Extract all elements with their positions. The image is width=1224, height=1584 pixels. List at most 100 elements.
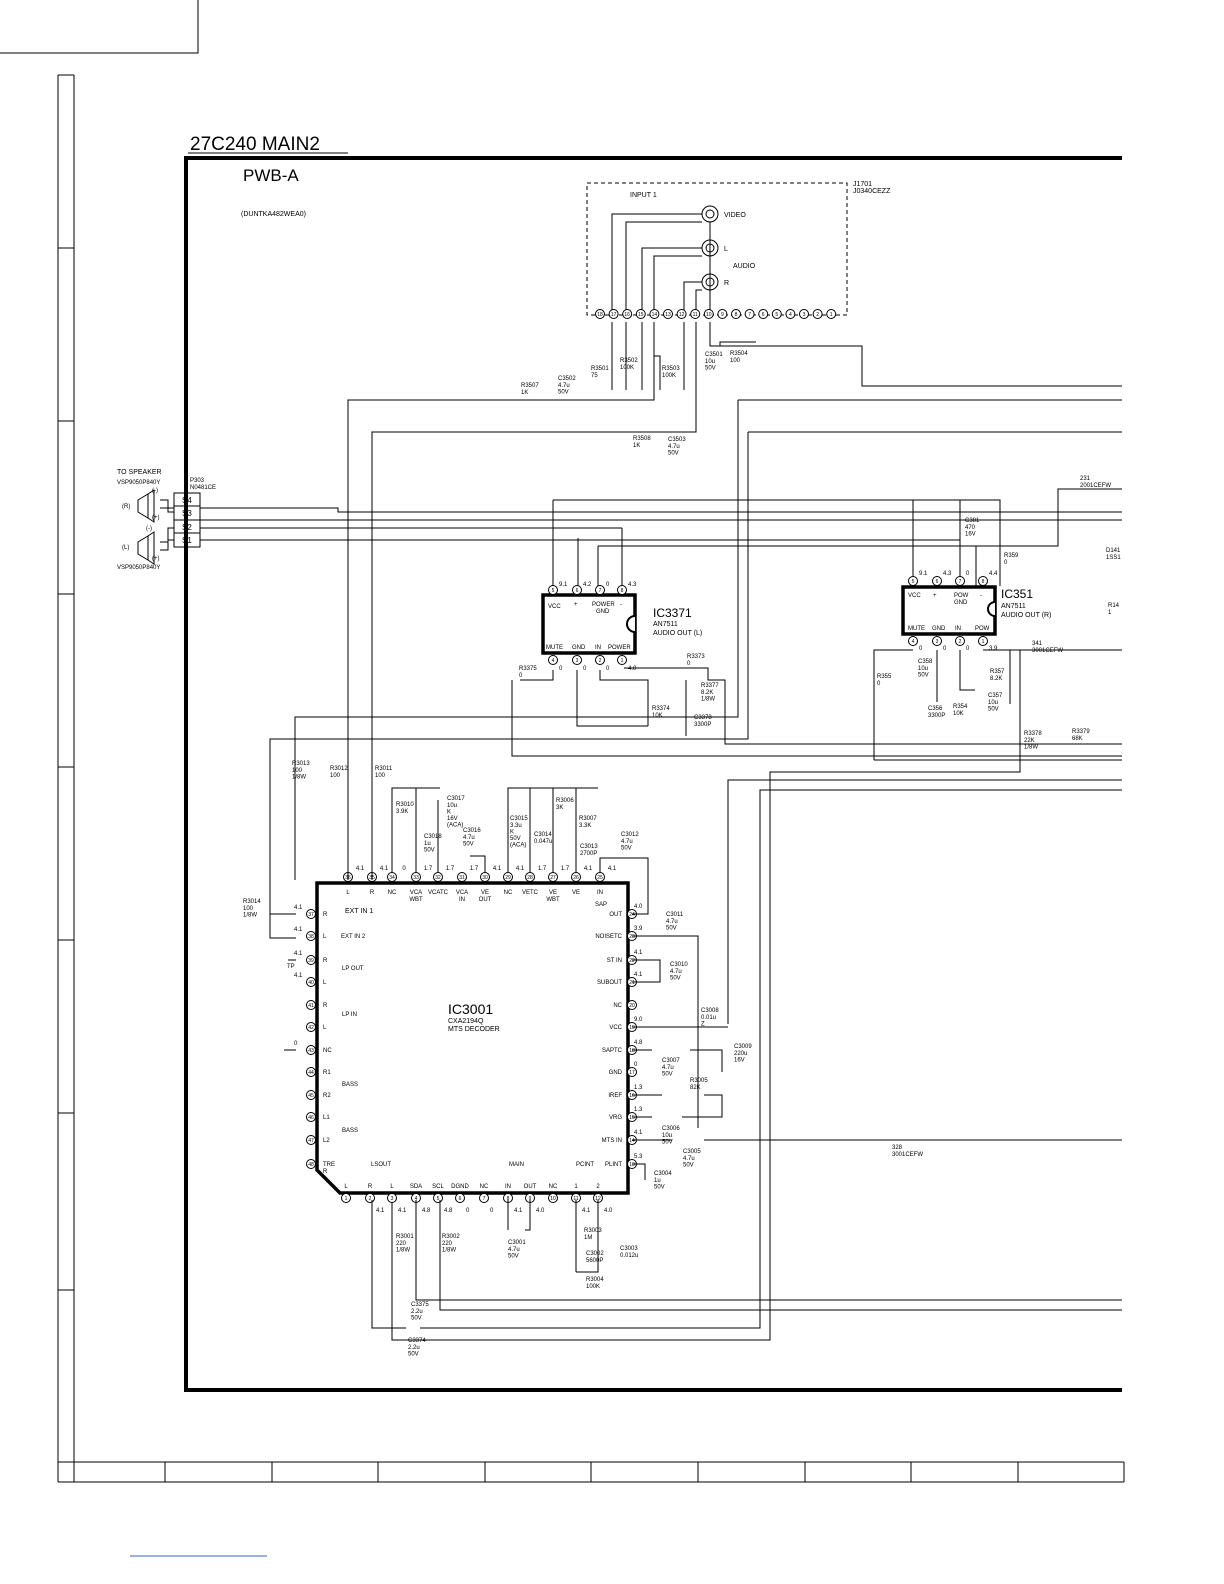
comp-r3004-val-0: 100K (586, 1284, 600, 1290)
ic3371-pin-4-num: 4 (552, 658, 555, 664)
ic3001-lbl-40-0: L (323, 980, 327, 986)
comp-r3001-ref: R3001 (396, 1234, 414, 1240)
comp-c381-ref: C381 (965, 518, 980, 524)
ic3001-pin-7-num: 7 (483, 1196, 486, 1202)
j1701-pin-15 (635, 309, 646, 319)
ic3001-pin-47-num: 47 (308, 1138, 314, 1144)
comp-r3007-val-0: 3.3K (579, 823, 591, 829)
ic351-pin-6-num: 6 (936, 579, 939, 585)
comp-r3010-val-0: 3.9K (396, 809, 408, 815)
speaker-pol-2: (+) (152, 515, 160, 521)
ic3371-pin-2-num: 2 (599, 658, 602, 664)
j1701-pin-17-num: 17 (611, 312, 617, 318)
comp-c3010-val-0: 4.7u (670, 969, 682, 975)
comp-c3017-val-1: K (447, 810, 451, 816)
ic351-lbl-pow2: POW (975, 626, 990, 632)
ic3001-lbl-41-0: R (323, 1003, 328, 1009)
ic3001-pin-22-num: 22 (629, 958, 635, 964)
input-block-part: J0340CEZZ (853, 188, 891, 195)
comp-c3005-ref: C3005 (683, 1149, 701, 1155)
offpage-341-ref: 341 (1032, 641, 1043, 647)
speaker-l-label: (L) (122, 545, 129, 551)
ic3001-pin-15-num: 15 (629, 1115, 635, 1121)
ic3001-volt-25: 4.1 (608, 866, 617, 872)
ic3001-pin-5-num: 5 (437, 1196, 440, 1202)
ic3001-pin-23-num: 23 (629, 934, 635, 940)
jack-label-video: VIDEO (724, 212, 746, 219)
ic3001-pin-6 (455, 1193, 465, 1203)
comp-c3008-val-1: Z (701, 1022, 705, 1028)
j1701-pin-12 (676, 309, 687, 319)
comp-r357-val-0: 8.2K (990, 676, 1002, 682)
comp-r3001-val-1: 1/8W (396, 1248, 410, 1254)
ic3001-lbl-22: ST IN (607, 958, 622, 964)
group-pcint: PCINT (576, 1162, 594, 1168)
ic3001-part: CXA2194Q (448, 1018, 484, 1025)
ic3371-pin-5-num: 5 (552, 588, 555, 594)
offpage-231-ref: 231 (1080, 476, 1091, 482)
ic3001-lbl-35-0: R (370, 890, 375, 896)
ic351-pin-4-num: 4 (912, 639, 915, 645)
comp-r3373-ref: R3373 (687, 654, 705, 660)
ic3001-lbl-31-1: IN (459, 897, 465, 903)
comp-c3012-val-0: 4.7u (621, 839, 633, 845)
comp-c381-val-0: 470 (965, 525, 976, 531)
ic351-pin-7-num: 7 (959, 579, 962, 585)
ic3371-pin-2 (595, 655, 605, 665)
ic3001-lbl-39-0: R (323, 958, 328, 964)
speaker-r-icon (137, 489, 155, 523)
comp-c3002-ref: C3002 (586, 1251, 604, 1257)
comp-c357-val-1: 50V (988, 707, 999, 713)
j1701-pin-17 (608, 309, 619, 319)
comp-r3012-val-0: 100 (330, 773, 341, 779)
comp-r3379-val-0: 68K (1072, 736, 1083, 742)
comp-r3378-ref: R3378 (1024, 731, 1042, 737)
ic3001-pin-41-num: 41 (308, 1003, 314, 1009)
jack-label-l: L (724, 246, 728, 253)
ic351-volt-3: 0 (943, 646, 947, 652)
comp-r3374-ref: R3374 (652, 706, 670, 712)
ic3001-pin-3 (387, 1193, 397, 1203)
comp-c3501-val-0: 10u (705, 359, 715, 365)
comp-c3001-ref: C3001 (508, 1240, 526, 1246)
ic3371-volt-8: 4.3 (628, 582, 637, 588)
ic3001-lbl-23: NOISETC (595, 934, 622, 940)
comp-c3001-val-0: 4.7u (508, 1247, 520, 1253)
ic3001-pin-32-num: 32 (435, 875, 441, 881)
ic3001-lbl-30-0: VE (481, 890, 489, 896)
comp-c3378-val-0: 3300P (694, 722, 711, 728)
ic3001-pin-46 (306, 1112, 316, 1122)
ic351-volt-8: 4.4 (989, 571, 998, 577)
ic3371-name: IC3371 (653, 606, 692, 620)
ic3001-lbl-46-0: L1 (323, 1115, 330, 1121)
comp-r354-val-0: 10K (953, 711, 964, 717)
comp-c3003-ref: C3003 (620, 1246, 638, 1252)
ic351-pin-7 (955, 576, 965, 586)
j1701-pin-6 (758, 309, 769, 319)
ic3371: IC3371 AN7511 AUDIO OUT (L) VCC + POWER … (541, 582, 702, 672)
comp-c357-val-0: 10u (988, 700, 998, 706)
ic3001-pin-37 (306, 909, 316, 919)
comp-c3007-ref: C3007 (662, 1058, 680, 1064)
board-title: PWB-A (243, 166, 299, 185)
comp-c3018-val-0: 1u (424, 841, 431, 847)
ic3001-pin-16-num: 16 (629, 1093, 635, 1099)
ic3371-lbl-power2: POWER (608, 645, 631, 651)
j1701-pin-2 (812, 309, 823, 319)
comp-c3012-val-1: 50V (621, 846, 632, 852)
ic3001-lbl-17: GND (609, 1070, 623, 1076)
ic3001-volt-33: 1.7 (424, 866, 433, 872)
comp-c3018-ref: C3018 (424, 834, 442, 840)
ic3371-volt-5: 9.1 (559, 582, 568, 588)
ic3001-pin-7 (479, 1193, 489, 1203)
ic3001-pin-30-num: 30 (482, 875, 488, 881)
ic3001-volt-26: 4.1 (584, 866, 593, 872)
comp-c3006-ref: C3006 (662, 1126, 680, 1132)
comp-r3503-val-0: 100K (662, 373, 676, 379)
ic3001-pin-33 (411, 872, 421, 882)
ic3001-pin-43 (306, 1045, 316, 1055)
ic3371-lbl-gnd: GND (596, 609, 610, 615)
comp-c3015-val-1: K (510, 830, 514, 836)
model-title: 27C240 MAIN2 (190, 134, 320, 155)
comp-r3013-ref: R3013 (292, 761, 310, 767)
